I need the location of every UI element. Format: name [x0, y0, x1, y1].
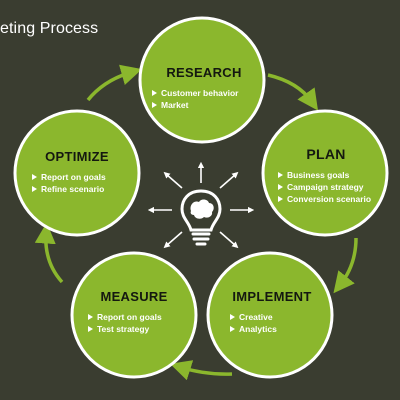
stage-item: Campaign strategy — [278, 181, 374, 193]
stage-circle-implement — [206, 251, 334, 379]
radiating-arrows — [147, 161, 255, 249]
cycle-arrow-plan-to-implement — [333, 237, 358, 294]
radial-arrow-top-left — [163, 171, 183, 189]
stage-measure: MEASURE Report on goals Test strategy — [86, 289, 182, 335]
stage-item: Market — [152, 99, 256, 111]
stage-research: RESEARCH Customer behavior Market — [152, 65, 256, 111]
lightbulb-brain-icon — [180, 189, 222, 246]
stage-item: Refine scenario — [32, 183, 124, 195]
cycle-arrow-implement-to-measure — [169, 360, 233, 381]
stage-item: Conversion scenario — [278, 193, 374, 205]
stage-item: Customer behavior — [152, 87, 256, 99]
stage-title: MEASURE — [100, 289, 168, 304]
stage-item: Business goals — [278, 169, 374, 181]
stage-title: IMPLEMENT — [232, 289, 312, 304]
stage-title: RESEARCH — [166, 65, 242, 80]
stage-item: Test strategy — [88, 323, 182, 335]
cycle-arrow-measure-to-optimize — [34, 222, 64, 284]
radial-arrow-bottom-right — [219, 231, 239, 249]
stage-item: Report on goals — [88, 311, 182, 323]
stage-circle-optimize — [13, 109, 141, 237]
cycle-arrow-optimize-to-research — [86, 64, 143, 102]
stage-title: OPTIMIZE — [45, 149, 109, 164]
stage-plan: PLAN Business goals Campaign strategy Co… — [278, 146, 374, 205]
diagram-title: eting Process — [0, 20, 99, 37]
stage-item: Report on goals — [32, 171, 124, 183]
stage-implement: IMPLEMENT Creative Analytics — [224, 289, 320, 335]
stage-item: Analytics — [230, 323, 320, 335]
stage-item: Creative — [230, 311, 320, 323]
radial-arrow-top-right — [219, 171, 239, 189]
stage-circle-plan — [261, 109, 389, 237]
stage-title: PLAN — [306, 146, 346, 162]
stage-optimize: OPTIMIZE Report on goals Refine scenario — [30, 149, 124, 195]
stage-circle-measure — [70, 251, 198, 379]
stage-circle-research — [138, 16, 266, 144]
radial-arrow-bottom-left — [163, 231, 183, 249]
cycle-arrow-research-to-plan — [267, 73, 319, 111]
